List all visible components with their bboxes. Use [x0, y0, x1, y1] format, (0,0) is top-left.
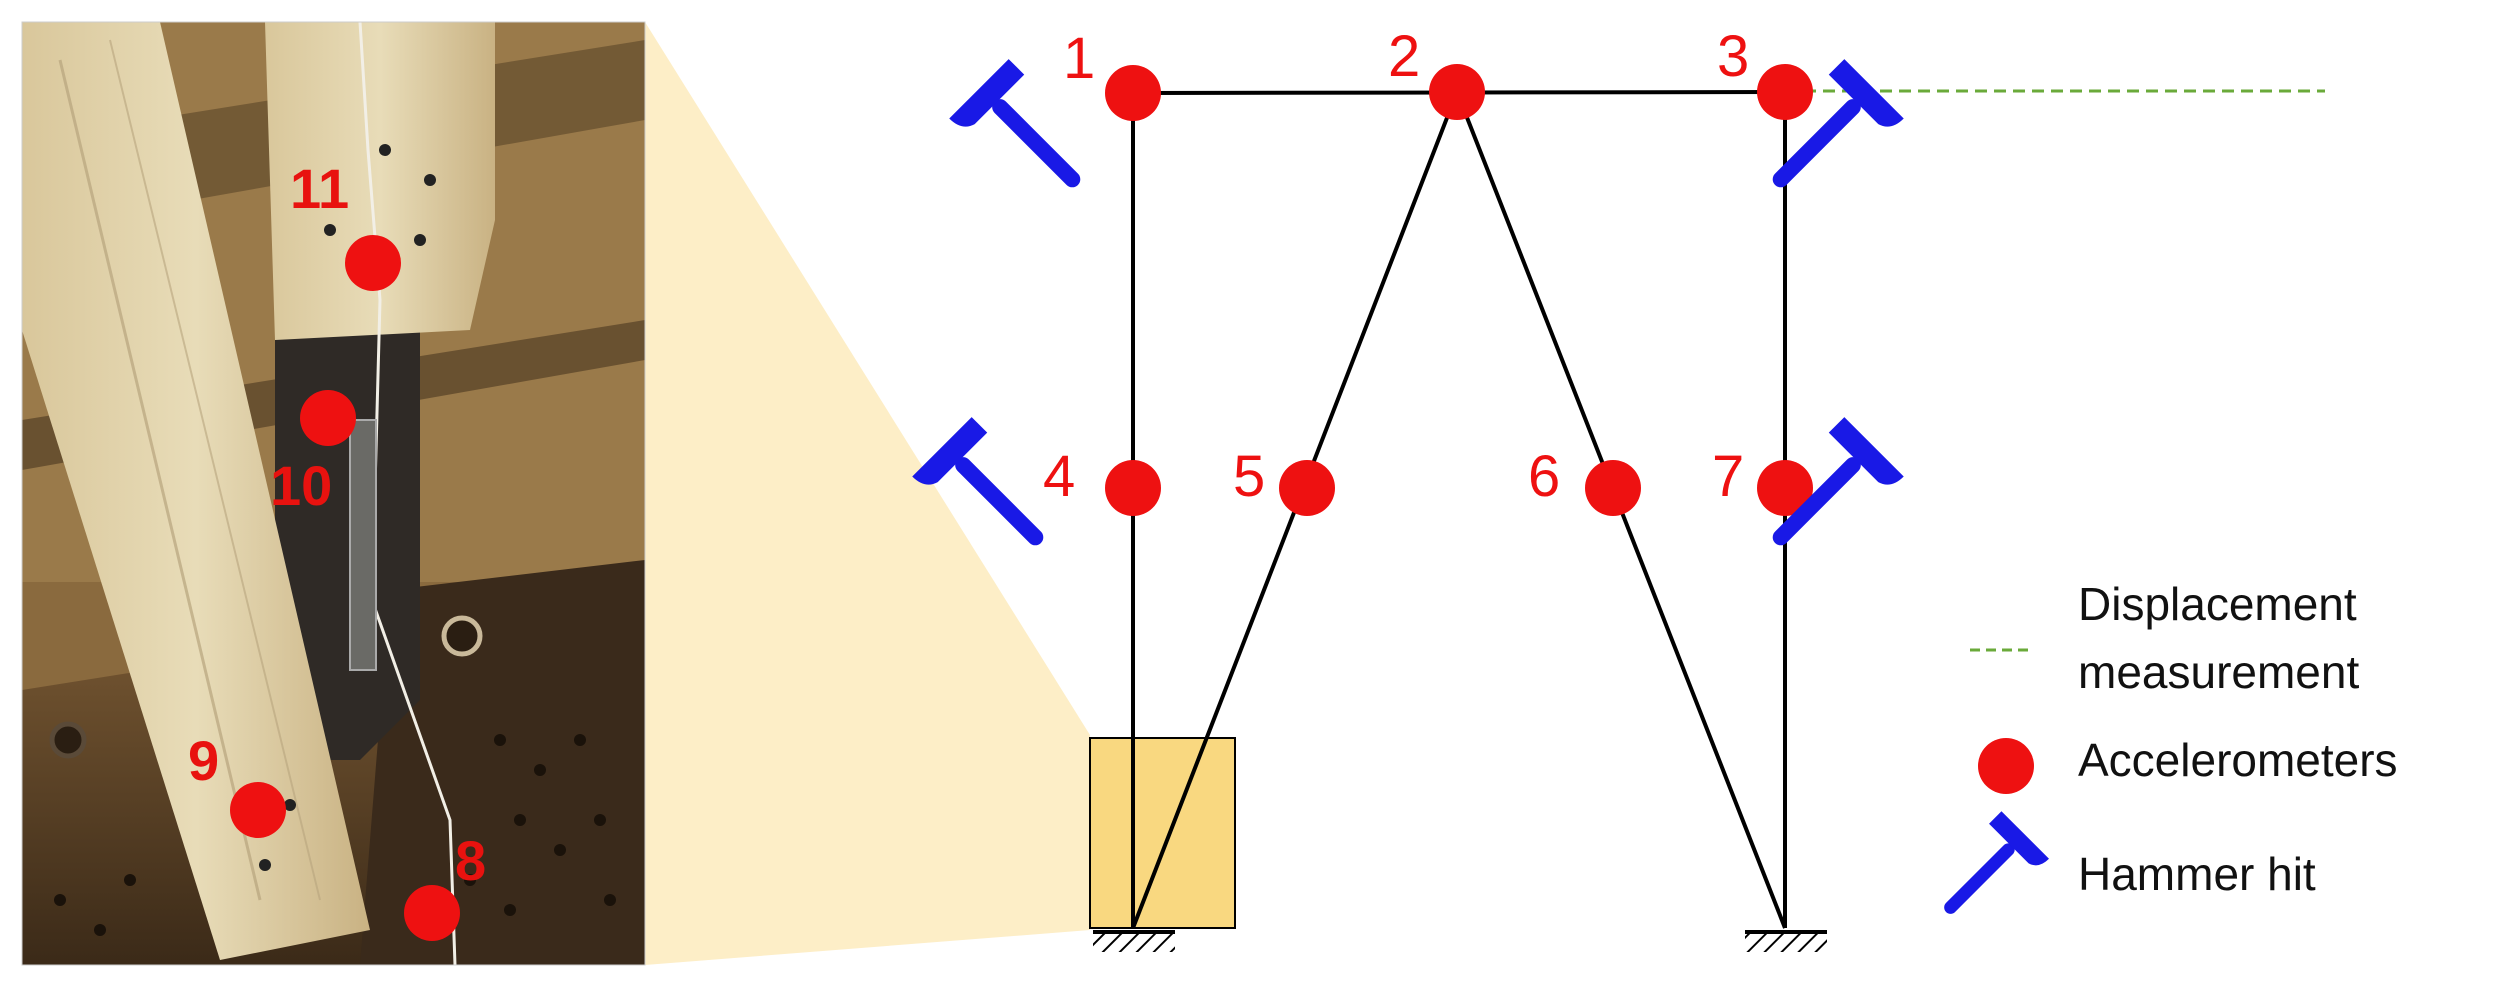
photo-label-8: 8: [455, 829, 486, 892]
node-label-6: 6: [1528, 444, 1560, 509]
photo-accelerometer-11: [345, 235, 401, 291]
legend-hammer-icon: [1944, 811, 2049, 914]
photo-accelerometer-8: [404, 885, 460, 941]
legend: Displacement measurement Accelerometers …: [1944, 578, 2398, 914]
accelerometer-2: [1429, 64, 1485, 120]
node-label-1: 1: [1063, 26, 1095, 91]
photo-panel: 11 10 9 8: [21, 21, 646, 966]
left-support: [1093, 930, 1175, 952]
photo-accelerometer-10: [300, 390, 356, 446]
hammer-icon: [1772, 59, 1904, 188]
accelerometer-4: [1105, 460, 1161, 516]
node-label-5: 5: [1233, 444, 1265, 509]
zoom-highlight-box: [1089, 737, 1236, 929]
legend-hammer-hit: Hammer hit: [2078, 848, 2316, 900]
accelerometer-7: [1757, 460, 1813, 516]
legend-displacement-line1: Displacement: [2078, 578, 2357, 630]
accelerometer-3: [1757, 64, 1813, 120]
photo-accelerometer-9: [230, 782, 286, 838]
legend-accelerometers: Accelerometers: [2078, 734, 2398, 786]
hammer-icon: [949, 59, 1081, 188]
node-label-3: 3: [1717, 24, 1749, 89]
right-support: [1745, 930, 1827, 952]
accelerometer-nodes: [1105, 64, 1813, 516]
photo-label-11: 11: [290, 157, 349, 220]
accelerometer-6: [1585, 460, 1641, 516]
hammer-icon: [912, 417, 1044, 546]
node-label-2: 2: [1388, 24, 1420, 89]
legend-accelerometer-symbol: [1978, 738, 2034, 794]
legend-displacement-line2: measurement: [2078, 646, 2359, 698]
hammer-icon: [1772, 417, 1904, 546]
accelerometer-5: [1279, 460, 1335, 516]
node-label-7: 7: [1712, 444, 1744, 509]
photo-label-10: 10: [270, 454, 332, 517]
photo-label-9: 9: [188, 729, 219, 792]
node-label-4: 4: [1043, 444, 1075, 509]
accelerometer-1: [1105, 65, 1161, 121]
zoom-wedge: [645, 22, 1090, 965]
